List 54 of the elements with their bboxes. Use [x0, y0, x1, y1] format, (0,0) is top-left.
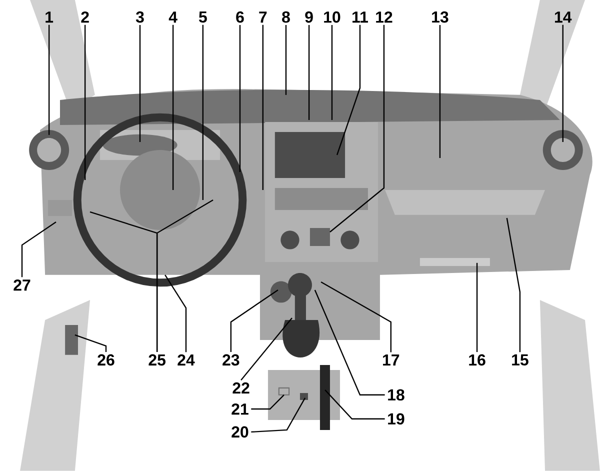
callout-number: 7 [259, 12, 267, 23]
leader-line [324, 390, 385, 420]
callout-number: 20 [232, 426, 248, 438]
callout-number: 25 [148, 354, 166, 366]
callout-number: 9 [305, 11, 313, 23]
callout-number: 2 [81, 12, 89, 23]
callout-number: 14 [554, 12, 572, 23]
leader-line [21, 222, 56, 278]
leader-line [506, 218, 521, 352]
leader-line [314, 290, 385, 396]
callout-number: 18 [388, 389, 404, 401]
leader-line [74, 334, 107, 352]
leader-line [251, 398, 306, 433]
callout-number: 10 [324, 11, 340, 23]
leader-line [476, 262, 478, 352]
leader-line [202, 24, 204, 200]
leader-line [562, 24, 564, 142]
leader-line [439, 25, 441, 158]
callout-number: 24 [178, 354, 195, 366]
callout-number: 3 [136, 11, 144, 23]
callout-number: 16 [469, 354, 486, 366]
callout-number: 11 [352, 12, 368, 23]
leader-line [251, 394, 284, 410]
callout-number: 15 [512, 354, 528, 366]
callout-number: 12 [376, 12, 392, 23]
callout-number: 22 [232, 382, 250, 394]
leader-line [320, 282, 392, 352]
leader-line [172, 24, 174, 190]
leader-line [48, 24, 50, 135]
leader-line [156, 200, 214, 352]
leader-line [240, 318, 292, 381]
callout-number: 19 [388, 413, 404, 425]
leader-line [164, 274, 187, 352]
leader-line [336, 24, 361, 156]
callout-number: 1 [46, 12, 54, 23]
callout-number: 6 [236, 11, 244, 23]
callout-number: 13 [432, 11, 448, 23]
leader-line [330, 24, 385, 232]
leader-line [331, 25, 333, 120]
callout-number: 17 [383, 354, 400, 366]
callout-number: 21 [232, 404, 248, 415]
leader-line [84, 24, 86, 180]
leader-line [262, 24, 264, 190]
callout-number: 5 [198, 12, 207, 23]
callout-number: 4 [168, 12, 178, 23]
callout-number: 8 [282, 11, 290, 23]
callout-number: 23 [222, 354, 240, 366]
leader-line [285, 25, 287, 95]
leader-line [139, 25, 141, 142]
leader-line [308, 25, 310, 120]
leader-line [239, 25, 241, 172]
callout-number: 27 [14, 280, 30, 291]
leader-line [230, 290, 278, 352]
callout-number: 26 [98, 354, 114, 366]
